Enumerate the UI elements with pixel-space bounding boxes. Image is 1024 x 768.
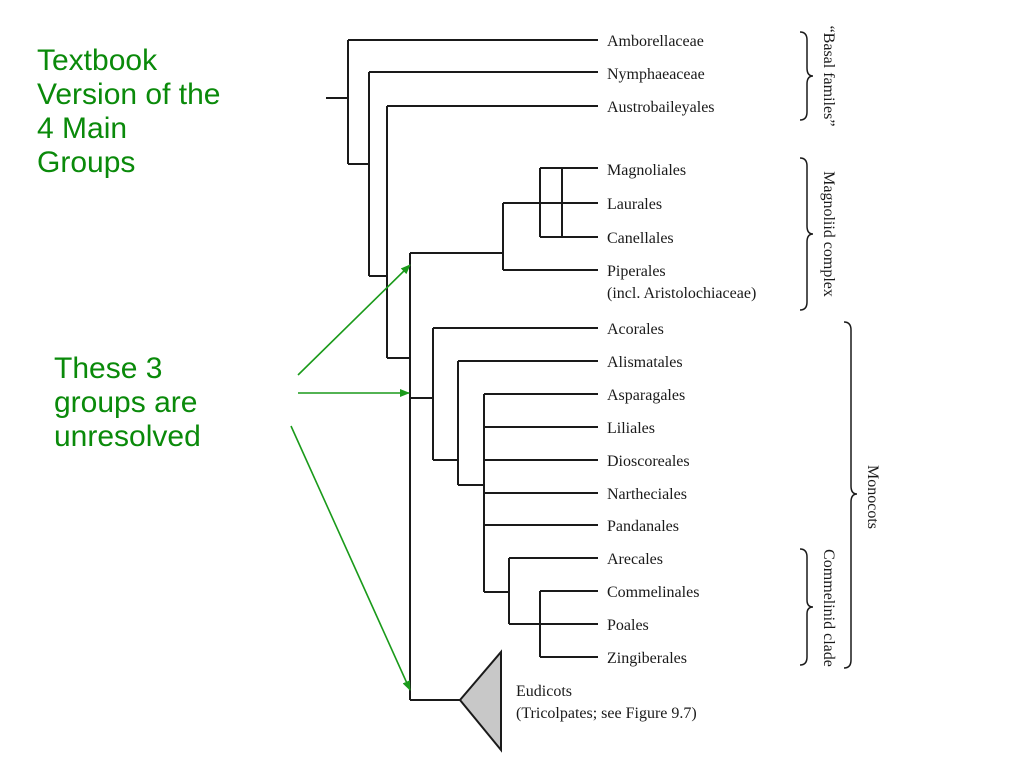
taxon-label: Austrobaileyales bbox=[607, 99, 715, 116]
taxon-label: Amborellaceae bbox=[607, 33, 704, 50]
taxon-label: Arecales bbox=[607, 551, 663, 568]
taxon-labels: Amborellaceae Nymphaeaceae Austrobaileya… bbox=[516, 33, 756, 722]
commelinid-clade-label: Commelinid clade bbox=[820, 549, 837, 667]
taxon-label: Nartheciales bbox=[607, 486, 687, 503]
unresolved-note-line-3: unresolved bbox=[54, 420, 201, 453]
taxon-label: Eudicots bbox=[516, 683, 572, 700]
slide-title-line-1: Textbook bbox=[37, 44, 158, 77]
magnoliid-bracket bbox=[799, 157, 814, 311]
taxon-label: Pandanales bbox=[607, 518, 679, 535]
taxon-label: Commelinales bbox=[607, 584, 699, 601]
taxon-label: Laurales bbox=[607, 196, 662, 213]
basal-families-label: “Basal familes” bbox=[820, 26, 837, 127]
taxon-label: Nymphaeaceae bbox=[607, 66, 705, 83]
taxon-label: Canellales bbox=[607, 230, 674, 247]
eudicots-triangle bbox=[458, 649, 502, 753]
magnoliid-complex-label: Magnoliid complex bbox=[820, 171, 837, 297]
taxon-label: Asparagales bbox=[607, 387, 685, 404]
taxon-label-note: (incl. Aristolochiaceae) bbox=[607, 285, 756, 302]
monocots-bracket bbox=[843, 321, 858, 669]
bracket-labels: “Basal familes” Magnoliid complex Monoco… bbox=[820, 26, 881, 667]
taxon-label: Zingiberales bbox=[607, 650, 687, 667]
slide-title-line-3: 4 Main bbox=[37, 112, 128, 145]
slide-title: Textbook Version of the 4 Main Groups bbox=[37, 44, 220, 180]
taxon-label: Poales bbox=[607, 617, 649, 634]
commelinid-bracket bbox=[799, 548, 814, 666]
basal-bracket bbox=[799, 31, 814, 121]
tree-branches bbox=[326, 39, 598, 701]
taxon-label: Piperales bbox=[607, 263, 666, 280]
taxon-label: Alismatales bbox=[607, 354, 683, 371]
taxon-label: Acorales bbox=[607, 321, 664, 338]
arrow-to-magnoliids bbox=[297, 264, 411, 376]
unresolved-note-line-2: groups are bbox=[54, 386, 198, 419]
monocots-label: Monocots bbox=[864, 465, 881, 529]
taxon-label: Liliales bbox=[607, 420, 655, 437]
unresolved-note-line-1: These 3 bbox=[54, 352, 163, 385]
slide-title-line-4: Groups bbox=[37, 146, 136, 179]
taxon-label: Magnoliales bbox=[607, 162, 686, 179]
unresolved-note: These 3 groups are unresolved bbox=[54, 352, 201, 454]
arrow-to-eudicots bbox=[290, 425, 411, 691]
slide-title-line-2: Version of the bbox=[37, 78, 221, 111]
taxon-label-note: (Tricolpates; see Figure 9.7) bbox=[516, 705, 697, 722]
taxon-label: Dioscoreales bbox=[607, 453, 690, 470]
